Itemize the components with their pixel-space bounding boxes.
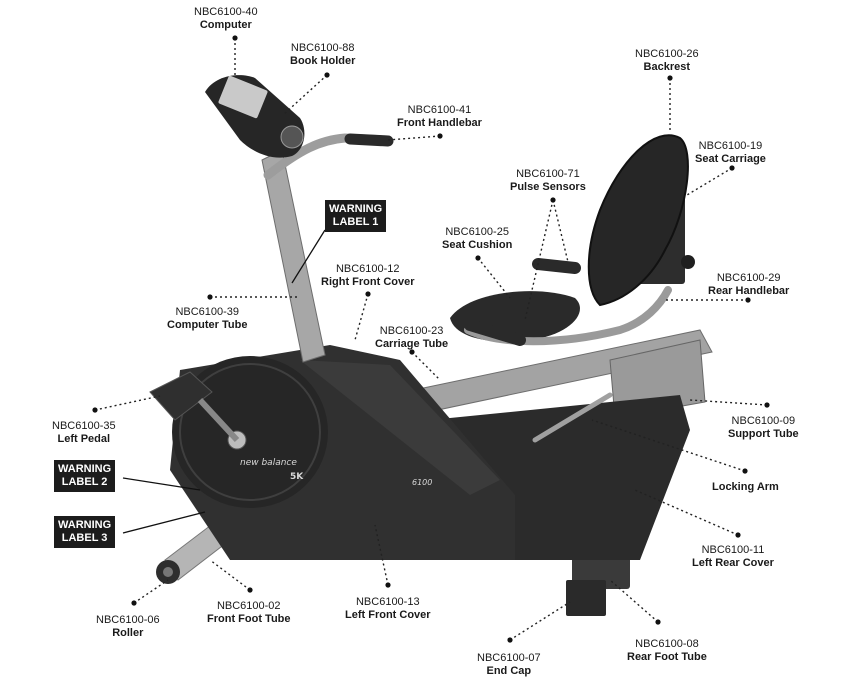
part-code: NBC6100-25 xyxy=(445,226,509,238)
part-code: NBC6100-02 xyxy=(216,600,281,612)
part-name: Backrest xyxy=(643,61,691,73)
part-name: Front Handlebar xyxy=(397,117,482,129)
warning-line2: LABEL 1 xyxy=(332,216,379,228)
label-end-cap: NBC6100-07 End Cap xyxy=(477,652,541,678)
part-name: Rear Foot Tube xyxy=(627,651,707,663)
part-name: Rear Handlebar xyxy=(708,285,790,297)
part-code: NBC6100-08 xyxy=(635,638,699,650)
part-name: Seat Cushion xyxy=(442,239,513,251)
brand-decal: 6100 xyxy=(412,478,433,487)
warning-line1: WARNING xyxy=(329,203,383,215)
front-handlebar-grip xyxy=(344,133,394,147)
part-code: NBC6100-07 xyxy=(477,652,541,664)
part-code: NBC6100-09 xyxy=(731,415,796,427)
flywheel-rim xyxy=(179,363,321,501)
part-code: NBC6100-29 xyxy=(716,272,781,284)
part-code: NBC6100-39 xyxy=(175,306,240,318)
part-name: Book Holder xyxy=(290,55,356,67)
label-front-handlebar: NBC6100-41 Front Handlebar xyxy=(397,104,482,130)
brand-logo: new balance xyxy=(240,458,297,468)
part-name: Left Rear Cover xyxy=(692,557,774,569)
locking-arm-shape xyxy=(532,392,613,443)
flywheel-cover xyxy=(172,356,328,508)
part-name: Carriage Tube xyxy=(375,338,449,350)
part-name: Computer xyxy=(199,19,252,31)
label-roller: NBC6100-06 Roller xyxy=(96,614,160,640)
part-name: Left Pedal xyxy=(57,433,111,445)
part-code: NBC6100-11 xyxy=(701,544,765,556)
part-name: Left Front Cover xyxy=(345,609,431,621)
warning-line2: LABEL 2 xyxy=(61,476,108,488)
warning-leaders xyxy=(122,229,326,534)
part-code: NBC6100-35 xyxy=(52,420,116,432)
part-name: Right Front Cover xyxy=(321,276,415,288)
part-code: NBC6100-40 xyxy=(194,6,258,18)
label-carriage-tube: NBC6100-23 Carriage Tube xyxy=(375,325,448,351)
part-name: Seat Carriage xyxy=(695,153,766,165)
front-foot-tube-shape xyxy=(156,521,231,584)
label-book-holder: NBC6100-88 Book Holder xyxy=(290,42,355,68)
label-pulse-sensors: NBC6100-71 Pulse Sensors xyxy=(510,168,586,194)
leader-dots xyxy=(92,35,770,643)
brand-model: 5K xyxy=(290,472,304,482)
computer-tube-shape xyxy=(261,149,326,363)
part-code: NBC6100-12 xyxy=(335,263,400,275)
warning-line1: WARNING xyxy=(58,519,112,531)
label-seat-cushion: NBC6100-25 Seat Cushion xyxy=(442,226,512,252)
label-left-front-cover: NBC6100-13 Left Front Cover xyxy=(345,596,431,622)
part-name: Support Tube xyxy=(728,428,799,440)
part-code: NBC6100-19 xyxy=(698,140,763,152)
warning-line1: WARNING xyxy=(58,463,112,475)
rear-foot-tube-shape xyxy=(566,555,630,616)
label-seat-carriage: NBC6100-19 Seat Carriage xyxy=(695,140,766,166)
label-left-pedal: NBC6100-35 Left Pedal xyxy=(52,420,116,446)
label-backrest: NBC6100-26 Backrest xyxy=(635,48,699,74)
front-handlebar-shape xyxy=(263,133,393,180)
label-rear-handlebar: NBC6100-29 Rear Handlebar xyxy=(708,272,789,298)
warning-line2: LABEL 3 xyxy=(61,532,108,544)
warning-label-3: WARNING LABEL 3 xyxy=(54,516,116,548)
label-front-foot-tube: NBC6100-02 Front Foot Tube xyxy=(207,600,291,626)
leader-lines xyxy=(94,38,768,641)
carriage-tube-shape xyxy=(609,339,706,419)
part-name: Roller xyxy=(112,627,144,639)
backrest-shape xyxy=(587,134,689,307)
label-right-front-cover: NBC6100-12 Right Front Cover xyxy=(321,263,415,289)
cover-highlight xyxy=(300,360,500,495)
label-locking-arm: Locking Arm xyxy=(712,481,779,494)
part-code: NBC6100-41 xyxy=(407,104,472,116)
left-pedal-shape xyxy=(149,371,247,450)
computer-shape xyxy=(205,75,305,158)
part-name: End Cap xyxy=(486,665,532,677)
part-code: NBC6100-26 xyxy=(635,48,699,60)
part-name: Pulse Sensors xyxy=(510,181,586,193)
part-name: Computer Tube xyxy=(167,319,248,331)
rear-handlebar-grip xyxy=(464,319,526,346)
pulse-sensors-shape xyxy=(532,258,581,274)
part-code: NBC6100-88 xyxy=(290,42,355,54)
part-code: NBC6100-23 xyxy=(379,325,444,337)
part-code: NBC6100-71 xyxy=(516,168,580,180)
label-left-rear-cover: NBC6100-11 Left Rear Cover xyxy=(692,544,774,570)
label-computer-tube: NBC6100-39 Computer Tube xyxy=(167,306,247,332)
part-code: NBC6100-06 xyxy=(96,614,160,626)
warning-label-1: WARNING LABEL 1 xyxy=(325,200,387,232)
warning-label-2: WARNING LABEL 2 xyxy=(54,460,116,492)
part-name: Front Foot Tube xyxy=(207,613,291,625)
label-computer: NBC6100-40 Computer xyxy=(194,6,258,32)
label-support-tube: NBC6100-09 Support Tube xyxy=(728,415,799,441)
label-rear-foot-tube: NBC6100-08 Rear Foot Tube xyxy=(627,638,707,664)
part-name: Locking Arm xyxy=(712,481,779,493)
part-code: NBC6100-13 xyxy=(355,596,420,608)
